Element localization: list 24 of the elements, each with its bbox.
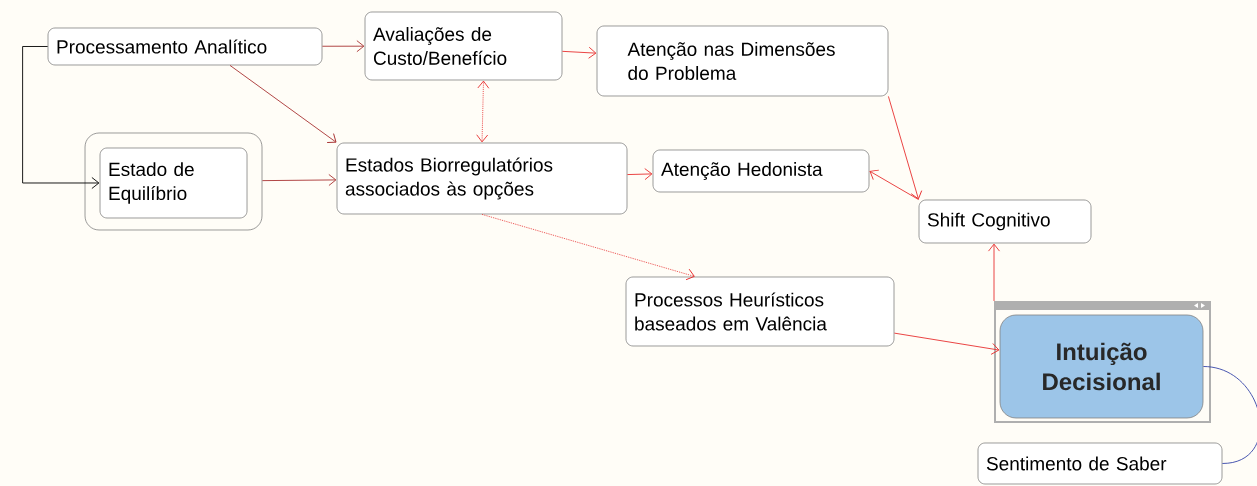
- process-box: Estado de Equilíbrio: [99, 147, 248, 219]
- process-box: Avaliações de Custo/Benefício: [364, 11, 563, 81]
- arrow: [893, 332, 1000, 355]
- process-box: Processos Heurísticos baseados em Valência: [625, 276, 895, 347]
- process-box: Processamento Analítico: [47, 27, 323, 66]
- process-box: Shift Cognitivo: [918, 199, 1092, 244]
- arrow: [561, 46, 597, 59]
- process-box: Sentimento de Saber: [977, 442, 1223, 485]
- arrow: [476, 80, 490, 143]
- arrow: [869, 169, 920, 201]
- arrow: [887, 95, 923, 200]
- arrow: [22, 46, 100, 189]
- process-box: Estados Biorregulatórios associados às opções: [336, 142, 628, 215]
- arrow: [626, 168, 653, 181]
- rounded-frame: [84, 132, 263, 231]
- arrow: [261, 174, 337, 186]
- highlight-box: Intuição Decisional: [999, 314, 1204, 419]
- process-box: Atenção Hedonista: [652, 149, 870, 193]
- window-frame: [994, 301, 1211, 423]
- process-box: Atenção nas Dimensões do Problema: [596, 25, 889, 97]
- arrow: [988, 243, 1000, 302]
- arrow: [321, 40, 365, 53]
- arrow: [481, 213, 695, 281]
- arrow: [229, 64, 337, 143]
